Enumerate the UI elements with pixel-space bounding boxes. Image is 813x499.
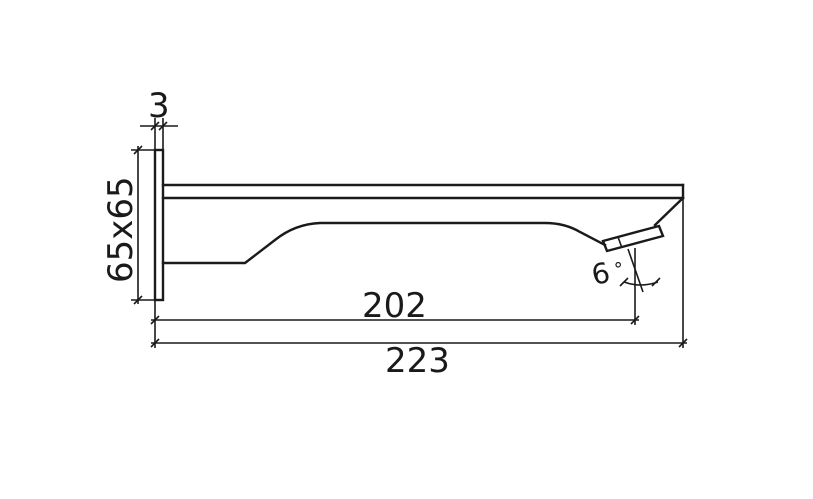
spout-outlet	[601, 224, 665, 253]
wall-plate	[153, 148, 165, 302]
outlet-angle-label: 6	[589, 256, 613, 292]
dimension-outlet-angle: 6 °	[589, 248, 661, 293]
plate-size-label: 65x65	[101, 176, 141, 283]
spout-body	[161, 183, 685, 265]
overall-length-label: 223	[385, 341, 450, 381]
outlet-reach-label: 202	[362, 286, 427, 326]
dimension-overall-length: 223	[150, 198, 688, 381]
plate-thickness-label: 3	[148, 86, 170, 126]
dimension-outlet-reach: 202	[150, 248, 640, 330]
dimension-plate-thickness: 3	[140, 86, 178, 150]
outlet-angle-degree: °	[613, 258, 626, 280]
dimension-plate-size: 65x65	[101, 145, 155, 305]
